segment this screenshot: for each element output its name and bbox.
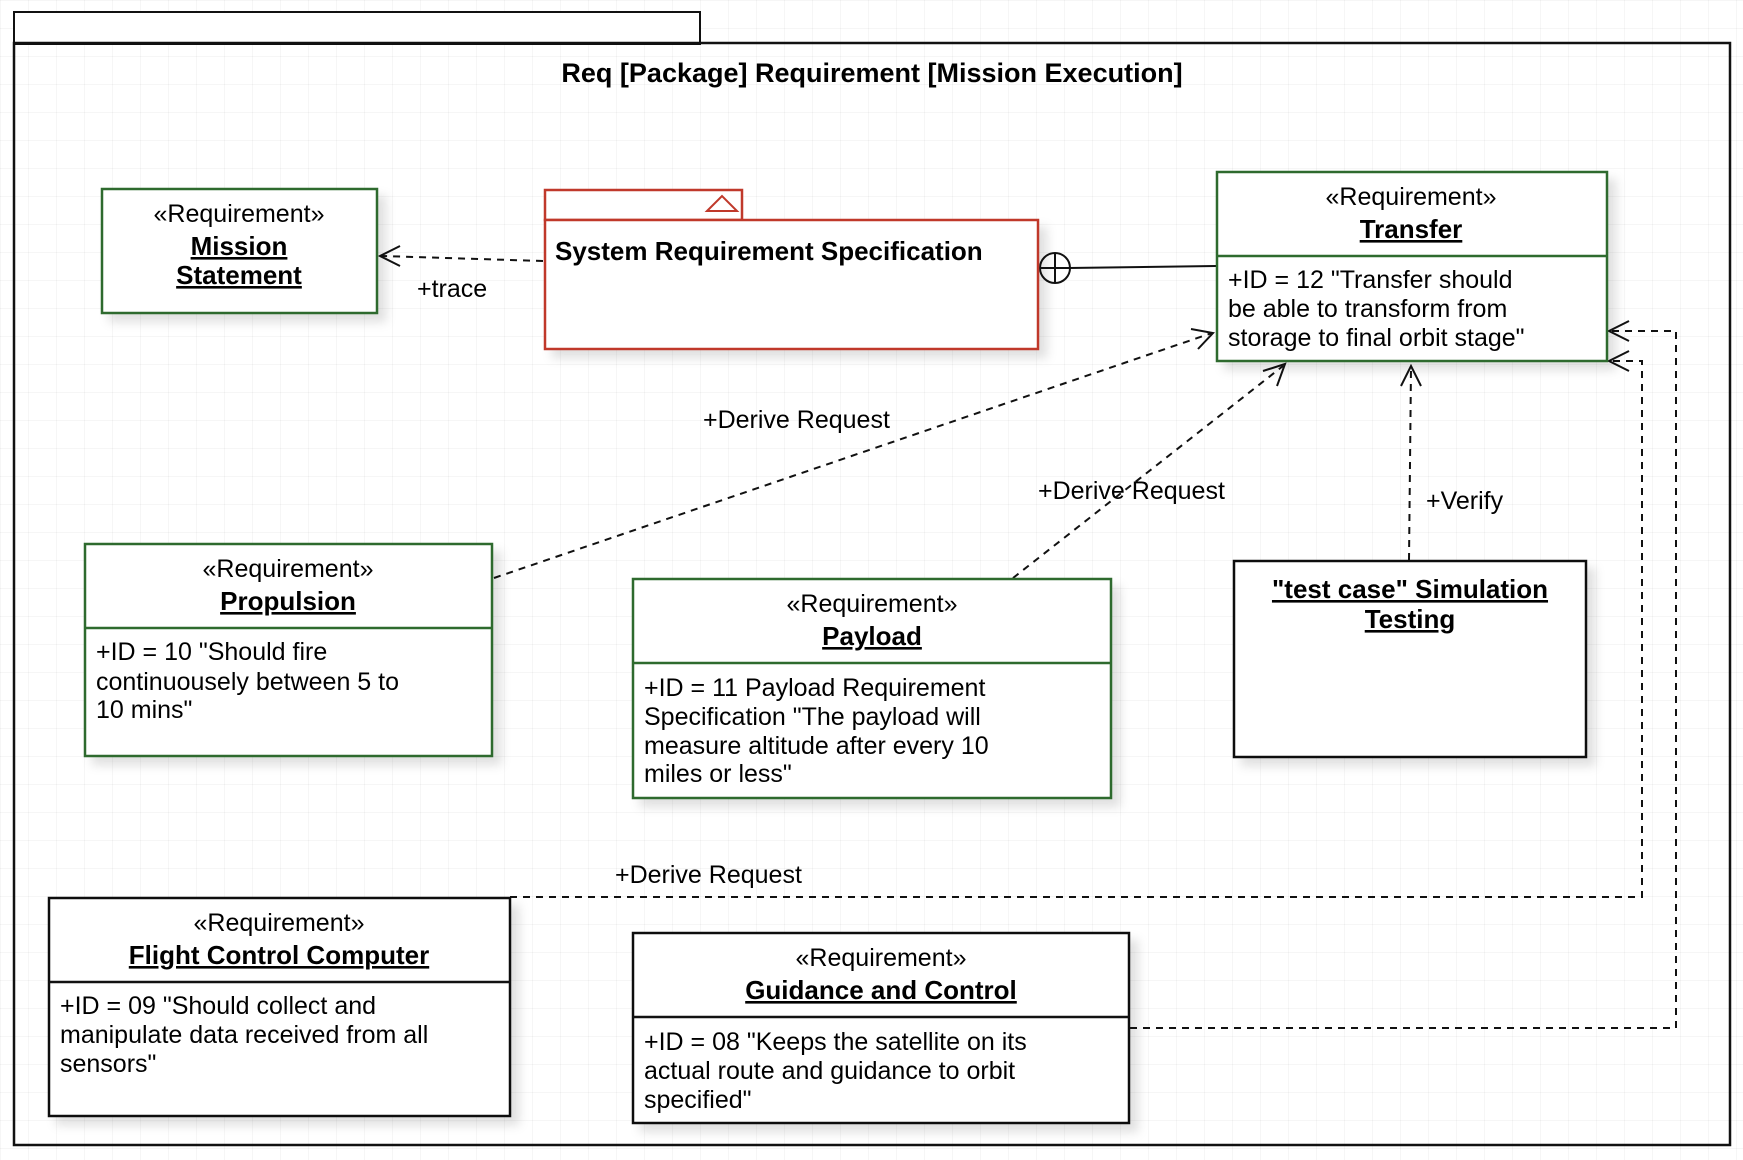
block-text: +ID = 08 "Keeps the satellite on its [644, 1028, 1027, 1056]
srs-name: System Requirement Specification [555, 236, 983, 266]
trace-connector[interactable]: +trace [377, 245, 544, 303]
containment-connector[interactable] [1039, 252, 1217, 284]
package-frame: Req [Package] Requirement [Mission Execu… [12, 11, 1732, 1147]
open-arrowhead-icon [1400, 363, 1422, 387]
payload-block[interactable]: «Requirement» Payload +ID = 11 Payload R… [631, 577, 1113, 800]
open-arrowhead-icon [1190, 328, 1215, 350]
package-tab [13, 11, 701, 45]
derive-propulsion-connector[interactable]: +Derive Request [493, 328, 1215, 579]
transfer-block[interactable]: «Requirement» Transfer +ID = 12 "Transfe… [1215, 170, 1609, 363]
block-name: "test case" Simulation [1272, 574, 1548, 604]
block-name: Transfer [1360, 214, 1463, 244]
block-text: +ID = 10 "Should fire [96, 638, 327, 666]
block-text: miles or less" [644, 760, 792, 788]
block-text: +ID = 09 "Should collect and [60, 992, 376, 1020]
containment-crosshair-icon [1039, 252, 1071, 284]
block-stereotype: «Requirement» [796, 944, 967, 972]
derive-payload-connector[interactable]: +Derive Request [1012, 362, 1287, 579]
block-text: be able to transform from [1228, 295, 1507, 323]
block-text: 10 mins" [96, 696, 192, 724]
block-text: storage to final orbit stage" [1228, 324, 1525, 352]
block-name: Mission [191, 231, 288, 261]
block-name: Flight Control Computer [129, 940, 429, 970]
derive-propulsion-label: +Derive Request [703, 406, 890, 434]
open-arrowhead-icon [377, 245, 401, 267]
package-border [12, 41, 1732, 1147]
open-arrowhead-icon [1606, 350, 1630, 372]
block-text: measure altitude after every 10 [644, 732, 989, 760]
test-case-block[interactable]: "test case" Simulation Testing [1232, 559, 1588, 759]
open-arrowhead-icon [1262, 362, 1287, 387]
diagram-title: Req [Package] Requirement [Mission Execu… [561, 58, 1182, 88]
block-name: Statement [176, 260, 302, 290]
verify-connector[interactable]: +Verify [1400, 363, 1504, 561]
block-name: Guidance and Control [745, 975, 1017, 1005]
block-text: sensors" [60, 1050, 156, 1078]
block-text: specified" [644, 1086, 752, 1114]
block-text: manipulate data received from all [60, 1021, 428, 1049]
guidance-connector[interactable] [1130, 320, 1677, 1029]
guidance-and-control-block[interactable]: «Requirement» Guidance and Control +ID =… [631, 931, 1131, 1125]
block-stereotype: «Requirement» [154, 200, 325, 228]
mission-statement-block[interactable]: «Requirement» Mission Statement [100, 187, 379, 315]
triangle-icon [704, 194, 740, 212]
block-stereotype: «Requirement» [194, 909, 365, 937]
block-text: actual route and guidance to orbit [644, 1057, 1015, 1085]
derive-flight-label: +Derive Request [615, 861, 802, 889]
flight-control-computer-block[interactable]: «Requirement» Flight Control Computer +I… [47, 896, 512, 1118]
derive-flight-connector[interactable]: +Derive Request [510, 350, 1643, 898]
open-arrowhead-icon [1606, 320, 1630, 342]
srs-tab [543, 188, 744, 222]
trace-label: +trace [417, 275, 487, 303]
block-text: Specification "The payload will [644, 703, 981, 731]
block-name: Testing [1365, 604, 1456, 634]
verify-label: +Verify [1426, 487, 1504, 515]
block-name: Payload [822, 621, 922, 651]
block-stereotype: «Requirement» [787, 590, 958, 618]
block-text: +ID = 11 Payload Requirement [644, 674, 985, 702]
derive-payload-label: +Derive Request [1038, 477, 1225, 505]
srs-block[interactable]: System Requirement Specification [543, 188, 1040, 351]
block-text: continuousely between 5 to [96, 668, 399, 696]
block-stereotype: «Requirement» [203, 555, 374, 583]
propulsion-block[interactable]: «Requirement» Propulsion +ID = 10 "Shoul… [83, 542, 494, 758]
block-name: Propulsion [220, 586, 356, 616]
block-text: +ID = 12 "Transfer should [1228, 266, 1513, 294]
block-stereotype: «Requirement» [1326, 183, 1497, 211]
